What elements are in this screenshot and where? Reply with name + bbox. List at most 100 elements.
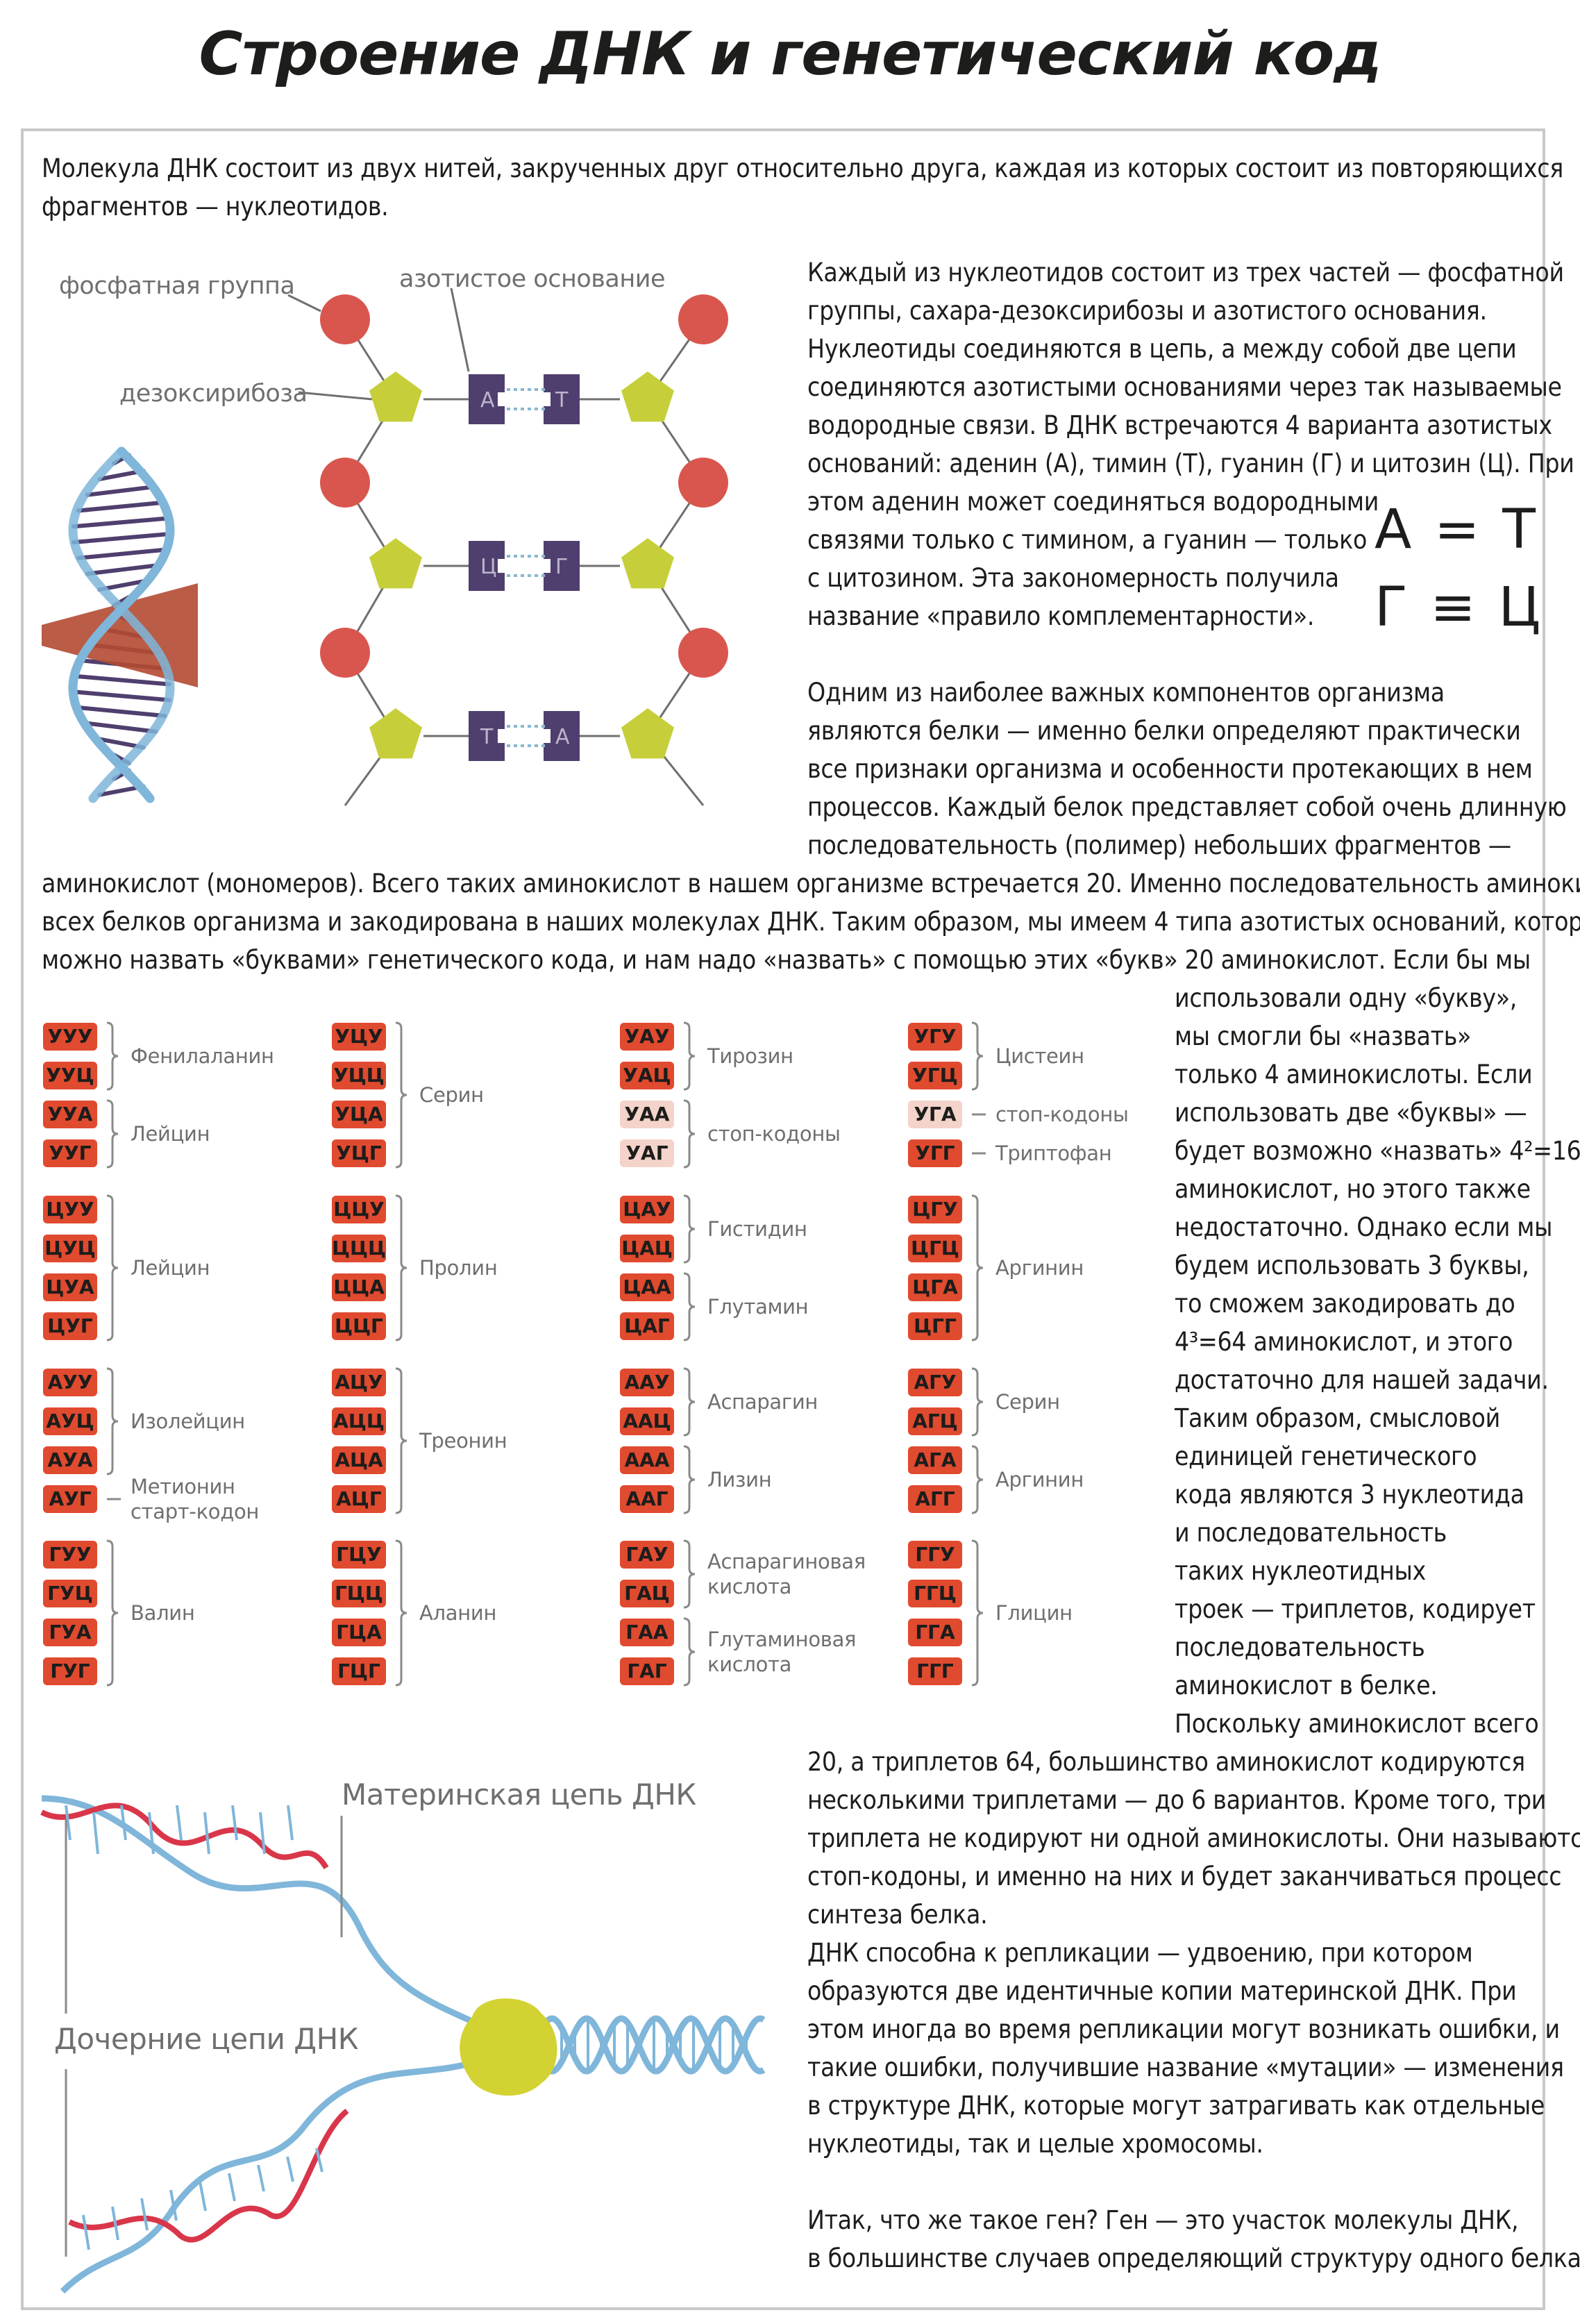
text-line: Нуклеотиды соединяются в цепь, а между с… <box>807 334 1517 364</box>
codon-badge: ЦГЦ <box>908 1235 962 1262</box>
leader-line <box>450 287 470 372</box>
codon-badge: ЦАА <box>620 1273 674 1301</box>
text-line: 4³=64 аминокислот, и этого <box>1175 1327 1513 1357</box>
amino-acid-label: Пролин <box>419 1255 498 1280</box>
amino-acid-label: Валин <box>131 1600 195 1625</box>
helix-strand <box>68 446 175 803</box>
amino-acid-label: Фенилаланин <box>131 1044 274 1069</box>
codon-badge: УАУ <box>620 1023 674 1051</box>
deoxyribose-pentagon <box>621 708 674 759</box>
daughter-rung <box>176 1805 183 1841</box>
text-line: будет возможно «назвать» 4²=16 <box>1175 1136 1580 1166</box>
base-block-left <box>469 711 505 761</box>
codon-badge: АЦЦ <box>332 1407 386 1435</box>
label-deoxyribose: дезоксирибоза <box>119 380 308 408</box>
amino-acid-name: Серин <box>995 1390 1060 1414</box>
text-line: только 4 аминокислоты. Если <box>1175 1060 1533 1089</box>
amino-acid-label: Глутамин <box>707 1294 809 1319</box>
helix-rung <box>85 484 158 497</box>
text-line: являются белки — именно белки определяют… <box>807 716 1521 746</box>
text-line: и последовательность <box>1175 1518 1447 1548</box>
daughter-rung <box>148 1812 155 1855</box>
amino-acid-label: Лизин <box>707 1467 772 1492</box>
helix-rung <box>71 674 172 687</box>
mother-strand <box>531 2015 766 2075</box>
base-letter-left: Т <box>480 725 494 749</box>
codon-badge: АЦУ <box>332 1369 386 1396</box>
amino-acid-name: Метионин <box>131 1475 235 1498</box>
helix-rung <box>76 500 167 513</box>
label-phosphate: фосфатная группа <box>59 272 295 300</box>
helix-rung <box>85 563 158 576</box>
text-line: недостаточно. Однако если мы <box>1175 1212 1553 1242</box>
amino-acid-name: Лейцин <box>131 1122 210 1146</box>
daughter-rung <box>92 1812 99 1855</box>
daughter-rung <box>120 1805 127 1841</box>
codon-badge: ЦЦУ <box>332 1196 386 1223</box>
codon-badge: ГГЦ <box>908 1580 962 1607</box>
base-letter-right: Т <box>555 388 569 412</box>
codon-badge: ГЦЦ <box>332 1580 386 1607</box>
base-letter-right: Г <box>555 555 568 579</box>
codon-badge: УГА <box>908 1101 962 1128</box>
amino-acid-name: Аргинин <box>995 1468 1084 1491</box>
label-base: азотистое основание <box>399 265 666 293</box>
amino-acid-name: Глицин <box>995 1601 1073 1625</box>
daughter-rung <box>259 1812 266 1855</box>
amino-acid-name: Гистидин <box>707 1217 807 1241</box>
text-line: ДНК способна к репликации — удвоению, пр… <box>807 1938 1473 1968</box>
codon-badge: ГУЦ <box>43 1580 97 1607</box>
group-bracket <box>106 1367 119 1476</box>
codon-badge: ЦАЦ <box>620 1235 674 1262</box>
amino-acid-name: Аргинин <box>995 1256 1084 1280</box>
amino-acid-name: Глутамин <box>707 1295 809 1319</box>
base-block-right <box>544 374 580 424</box>
daughter-rung <box>315 2148 323 2173</box>
group-bracket <box>683 1367 696 1437</box>
group-bracket <box>395 1021 407 1169</box>
codon-badge: АГЦ <box>908 1407 962 1435</box>
codon-badge: УУУ <box>43 1023 97 1051</box>
group-bracket <box>683 1194 696 1264</box>
helix-rung <box>85 721 158 734</box>
codon-badge: УЦА <box>332 1101 386 1128</box>
amino-acid-name: Лизин <box>707 1468 772 1491</box>
phosphate-circle <box>320 458 370 508</box>
phosphate-circle <box>678 628 728 678</box>
new-strand-lower <box>68 2108 349 2243</box>
text-line: Таким образом, смысловой <box>1175 1403 1500 1433</box>
text-line: такие ошибки, получившие название «мутац… <box>807 2053 1564 2082</box>
label-daughter-strands: Дочерние цепи ДНК <box>54 2022 359 2056</box>
base-block-left <box>469 374 505 424</box>
deoxyribose-pentagon <box>621 371 674 422</box>
amino-acid-label: Цистеин <box>995 1044 1084 1069</box>
amino-acid-name: Глутаминовая <box>707 1628 857 1651</box>
base-letter-left: Ц <box>480 555 496 579</box>
deoxyribose-pentagon <box>369 708 422 759</box>
mother-strand <box>531 2015 766 2075</box>
text-line: 20, а триплетов 64, большинство аминокис… <box>807 1747 1525 1777</box>
amino-acid-name: стоп-кодоны <box>707 1122 841 1146</box>
amino-acid-label: Аспарагин <box>707 1389 818 1414</box>
text-line: в большинстве случаев определяющий струк… <box>807 2243 1580 2273</box>
codon-badge: УУА <box>43 1101 97 1128</box>
text-line: связями только с тимином, а гуанин — тол… <box>807 525 1368 555</box>
rule-at: А = Т <box>1375 499 1538 561</box>
group-bracket <box>106 1194 119 1341</box>
phosphate-circle <box>678 294 728 344</box>
codon-badge: ЦУА <box>43 1273 97 1301</box>
intro-text: Молекула ДНК состоит из двух нитей, закр… <box>42 149 1563 226</box>
text-line: последовательность <box>1175 1632 1425 1662</box>
paragraph-amino-acids: аминокислот (мономеров). Всего таких ами… <box>42 864 1580 979</box>
amino-acid-label: Тирозин <box>707 1044 793 1069</box>
daughter-rung <box>228 2173 236 2202</box>
phosphate-circle <box>320 628 370 678</box>
codon-badge: АЦА <box>332 1446 386 1474</box>
codon-badge: АУА <box>43 1446 97 1474</box>
daughter-rung <box>82 2214 90 2250</box>
helix-strand <box>68 446 175 803</box>
text-line: все признаки организма и особенности про… <box>807 754 1533 784</box>
text-line: фрагментов — нуклеотидов. <box>42 192 389 221</box>
